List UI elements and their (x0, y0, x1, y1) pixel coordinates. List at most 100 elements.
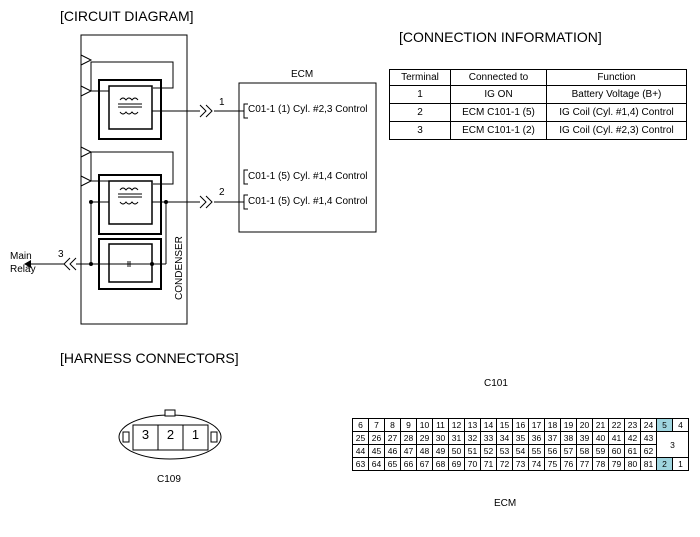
c101-pin-cell: 32 (464, 431, 481, 445)
c101-pin-cell: 1 (672, 457, 689, 471)
c101-pin-cell: 69 (448, 457, 465, 471)
c101-pin-cell: 50 (448, 444, 465, 458)
c101-pin-cell: 80 (624, 457, 641, 471)
c101-pin-cell: 21 (592, 418, 609, 432)
wire-connector-chevrons (63, 104, 213, 271)
c101-pin-cell: 45 (368, 444, 385, 458)
internal-wiring (30, 54, 244, 265)
c101-pin-cell: 24 (640, 418, 657, 432)
c101-pin-cell: 74 (528, 457, 545, 471)
table-row: 1 IG ON Battery Voltage (B+) (389, 85, 687, 104)
c101-pin-cell: 25 (352, 431, 369, 445)
c101-pin-cell: 20 (576, 418, 593, 432)
junction-dot-2 (89, 262, 93, 266)
c101-pin-cell: 27 (384, 431, 401, 445)
c101-pin-cell: 51 (464, 444, 481, 458)
coil-1-inner (108, 85, 153, 130)
circuit-diagram-heading: [CIRCUIT DIAGRAM] (60, 8, 194, 24)
ecm-pin-label-1: C01-1 (1) Cyl. #2,3 Control (248, 104, 368, 115)
c101-pin-cell: 60 (608, 444, 625, 458)
c101-pin-cell: 58 (576, 444, 593, 458)
c101-pin-cell: 78 (592, 457, 609, 471)
c101-pin-cell: 79 (608, 457, 625, 471)
c101-pin-cell: 7 (368, 418, 385, 432)
ecm-box (238, 82, 377, 233)
c101-pin-cell: 36 (528, 431, 545, 445)
harness-connectors-heading: [HARNESS CONNECTORS] (60, 350, 239, 366)
c101-pin-cell: 63 (352, 457, 369, 471)
table-cell: IG Coil (Cyl. #2,3) Control (546, 121, 687, 140)
c101-pin-cell: 2 (656, 457, 673, 471)
c109-connector-drawing (118, 409, 222, 460)
c109-pin-1: 1 (191, 427, 200, 442)
ecm-pin-brackets (243, 103, 248, 210)
coil-1-transformer-icon (118, 97, 142, 115)
c101-pin-cell: 28 (400, 431, 417, 445)
c101-pin-cell: 54 (512, 444, 529, 458)
table-cell: 2 (389, 103, 451, 122)
coil-2-box (98, 174, 162, 235)
table-cell: ECM C101-1 (5) (450, 103, 547, 122)
wire-number-2: 2 (219, 187, 225, 198)
c101-pin-cell: 8 (384, 418, 401, 432)
c101-pin-cell: 13 (464, 418, 481, 432)
c101-pin-cell: 31 (448, 431, 465, 445)
table-header-row: Terminal Connected to Function (389, 69, 687, 86)
c101-pin-cell: 57 (560, 444, 577, 458)
c109-pin-2: 2 (166, 427, 175, 442)
table-row: 2 ECM C101-1 (5) IG Coil (Cyl. #1,4) Con… (389, 103, 687, 122)
c101-pin-cell: 71 (480, 457, 497, 471)
c101-pin-cell: 81 (640, 457, 657, 471)
table-cell: 1 (389, 85, 451, 104)
c101-pin-cell: 68 (432, 457, 449, 471)
table-cell: IG ON (450, 85, 547, 104)
c101-pin-cell: 43 (640, 431, 657, 445)
c109-pin-3: 3 (141, 427, 150, 442)
c101-pin-cell: 26 (368, 431, 385, 445)
c101-pin-cell: 53 (496, 444, 513, 458)
connection-info-table: Terminal Connected to Function 1 IG ON B… (389, 69, 687, 140)
table-cell: Battery Voltage (B+) (546, 85, 687, 104)
header-terminal: Terminal (389, 69, 451, 86)
wire-number-3: 3 (58, 249, 64, 260)
c101-pin-cell: 46 (384, 444, 401, 458)
c101-pin-cell: 14 (480, 418, 497, 432)
ecm-pin-label-2: C01-1 (5) Cyl. #1,4 Control (248, 171, 368, 182)
c101-pin-cell: 55 (528, 444, 545, 458)
c101-pin-cell: 30 (432, 431, 449, 445)
c101-pin-cell: 38 (560, 431, 577, 445)
table-cell: ECM C101-1 (2) (450, 121, 547, 140)
ecm-title: ECM (291, 69, 314, 80)
header-function: Function (546, 69, 687, 86)
c101-pin-cell: 49 (432, 444, 449, 458)
c101-pin-cell: 77 (576, 457, 593, 471)
c101-pin-cell: 22 (608, 418, 625, 432)
c109-label: C109 (157, 474, 181, 485)
main-relay-label-line2: Relay (10, 264, 36, 275)
c101-pin-cell: 65 (384, 457, 401, 471)
table-row: 3 ECM C101-1 (2) IG Coil (Cyl. #2,3) Con… (389, 121, 687, 140)
c101-pin-cell: 75 (544, 457, 561, 471)
c101-pin-cell: 19 (560, 418, 577, 432)
c101-pin-cell: 37 (544, 431, 561, 445)
main-relay-arrow-icon (24, 260, 31, 268)
coil-1-box (98, 79, 162, 140)
c101-pin-cell: 73 (512, 457, 529, 471)
c101-pin-cell: 15 (496, 418, 513, 432)
c101-pin-cell: 9 (400, 418, 417, 432)
table-cell: IG Coil (Cyl. #1,4) Control (546, 103, 687, 122)
c101-pin-cell: 72 (496, 457, 513, 471)
junction-dot-1 (89, 200, 93, 204)
c101-pin-cell: 17 (528, 418, 545, 432)
c101-pin-cell: 42 (624, 431, 641, 445)
c101-pin-cell: 52 (480, 444, 497, 458)
ecm-pin-label-3: C01-1 (5) Cyl. #1,4 Control (248, 196, 368, 207)
wire-number-1: 1 (219, 97, 225, 108)
c101-pin-cell: 44 (352, 444, 369, 458)
c101-label: C101 (484, 378, 508, 389)
ignition-coil-module-outline (80, 34, 188, 325)
c101-pin-cell: 62 (640, 444, 657, 458)
